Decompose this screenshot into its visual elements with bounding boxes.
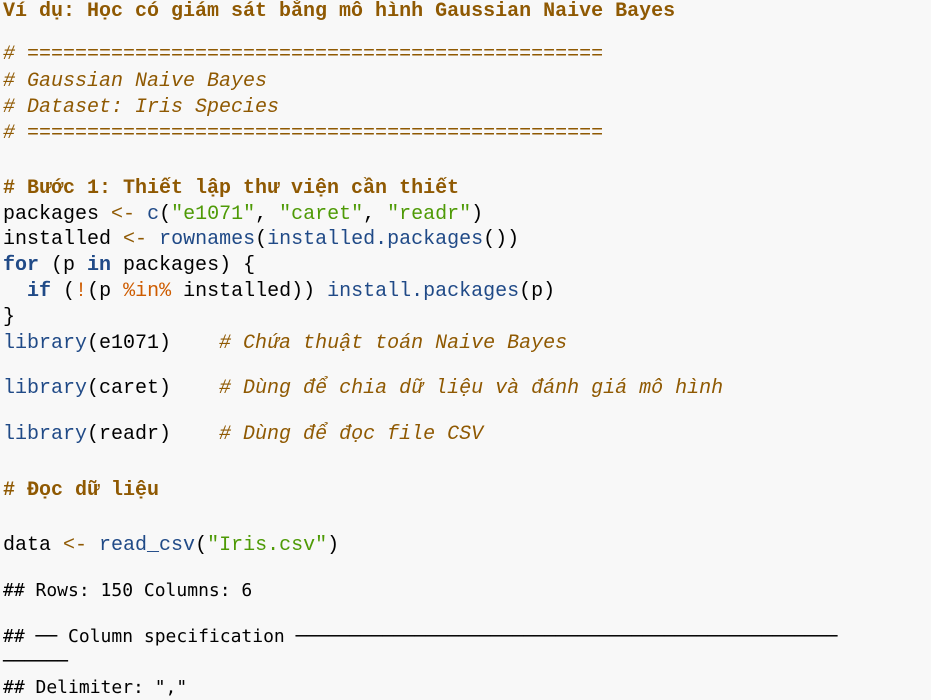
code-token: library bbox=[3, 332, 88, 355]
code-token: } bbox=[3, 306, 16, 329]
code-token: (e1071) bbox=[87, 332, 220, 355]
code-token: c bbox=[147, 203, 160, 226]
code-line: # Bước 1: Thiết lập thư viện cần thiết bbox=[3, 177, 459, 201]
code-comment: # ======================================… bbox=[3, 43, 604, 66]
document-title: Ví dụ: Học có giám sát bằng mô hình Gaus… bbox=[3, 0, 676, 23]
code-token bbox=[135, 203, 147, 226]
code-token: <- bbox=[63, 534, 88, 557]
code-token: <- bbox=[123, 228, 148, 251]
code-line: # Dataset: Iris Species bbox=[3, 96, 279, 120]
code-token bbox=[147, 228, 159, 251]
code-token: , bbox=[363, 203, 388, 226]
code-token: installed bbox=[3, 228, 124, 251]
output-line: ## ── Column specification ─────────────… bbox=[3, 626, 838, 647]
code-token: library bbox=[3, 423, 88, 446]
code-line: # Đọc dữ liệu bbox=[3, 479, 159, 503]
code-token: (readr) bbox=[87, 423, 220, 446]
code-token bbox=[87, 534, 99, 557]
code-comment: # Bước 1: Thiết lập thư viện cần thiết bbox=[3, 177, 460, 200]
code-token: %in% bbox=[123, 280, 172, 303]
code-line: # ======================================… bbox=[3, 43, 603, 67]
code-line: # ======================================… bbox=[3, 122, 603, 146]
code-line: library(caret) # Dùng để chia dữ liệu và… bbox=[3, 377, 723, 401]
code-line: } bbox=[3, 306, 15, 330]
code-token: ) bbox=[471, 203, 484, 226]
code-comment: # Dùng để chia dữ liệu và đánh giá mô hì… bbox=[219, 377, 724, 400]
code-token: (p) bbox=[519, 280, 556, 303]
code-line: installed <- rownames(installed.packages… bbox=[3, 228, 519, 252]
code-token: (caret) bbox=[87, 377, 220, 400]
code-token: ( bbox=[159, 203, 172, 226]
code-token: library bbox=[3, 377, 88, 400]
output-line: ────── bbox=[3, 651, 69, 672]
code-token: read_csv bbox=[99, 534, 196, 557]
code-token: ( bbox=[195, 534, 208, 557]
code-comment: # ======================================… bbox=[3, 122, 604, 145]
code-line: for (p in packages) { bbox=[3, 254, 255, 278]
code-token: "caret" bbox=[279, 203, 364, 226]
code-token: (p bbox=[39, 254, 88, 277]
code-comment: # Chứa thuật toán Naive Bayes bbox=[219, 332, 568, 355]
code-token: ! bbox=[75, 280, 88, 303]
code-token: ( bbox=[255, 228, 268, 251]
code-token: for bbox=[3, 254, 40, 277]
code-token: ()) bbox=[483, 228, 520, 251]
code-token: installed.packages bbox=[267, 228, 484, 251]
code-line: packages <- c("e1071", "caret", "readr") bbox=[3, 203, 483, 227]
code-token: "readr" bbox=[387, 203, 472, 226]
code-token: in bbox=[87, 254, 112, 277]
code-token: (p bbox=[87, 280, 124, 303]
code-token: ) bbox=[327, 534, 340, 557]
code-token: installed)) bbox=[171, 280, 328, 303]
code-line: if (!(p %in% installed)) install.package… bbox=[3, 280, 555, 304]
code-token: packages bbox=[3, 203, 112, 226]
code-line: library(e1071) # Chứa thuật toán Naive B… bbox=[3, 332, 567, 356]
code-token: "Iris.csv" bbox=[207, 534, 328, 557]
output-line: ## Rows: 150 Columns: 6 bbox=[3, 580, 253, 601]
code-line: data <- read_csv("Iris.csv") bbox=[3, 534, 339, 558]
code-token bbox=[3, 280, 27, 303]
code-token: "e1071" bbox=[171, 203, 256, 226]
code-token: packages) { bbox=[111, 254, 256, 277]
code-token: <- bbox=[111, 203, 136, 226]
code-token: install.packages bbox=[327, 280, 520, 303]
code-token: if bbox=[27, 280, 52, 303]
code-token: , bbox=[255, 203, 280, 226]
code-comment: # Gaussian Naive Bayes bbox=[3, 70, 268, 93]
code-comment: # Dùng để đọc file CSV bbox=[219, 423, 484, 446]
code-line: # Gaussian Naive Bayes bbox=[3, 70, 267, 94]
code-line: library(readr) # Dùng để đọc file CSV bbox=[3, 423, 483, 447]
code-token: ( bbox=[51, 280, 76, 303]
code-token: data bbox=[3, 534, 64, 557]
code-token: rownames bbox=[159, 228, 256, 251]
code-comment: # Dataset: Iris Species bbox=[3, 96, 280, 119]
code-comment: # Đọc dữ liệu bbox=[3, 479, 160, 502]
output-line: ## Delimiter: "," bbox=[3, 677, 188, 698]
